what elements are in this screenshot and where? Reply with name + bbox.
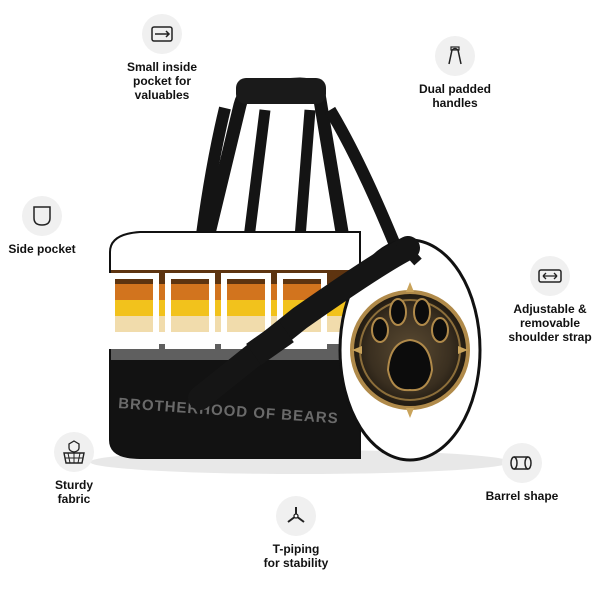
side-pocket-icon (22, 196, 62, 236)
feature-shoulder-strap: Adjustable & removable shoulder strap (500, 256, 600, 344)
handle-straps[interactable] (194, 77, 401, 252)
bag-body (110, 232, 360, 458)
bear-logo-letters (109, 273, 327, 349)
shoulder-strap-icon (530, 256, 570, 296)
inside-pocket-icon (142, 14, 182, 54)
paw-print-icon (371, 298, 449, 392)
barrel-end-cap (338, 238, 482, 462)
feature-label: Small inside pocket for valuables (126, 60, 198, 102)
t-piping-icon (276, 496, 316, 536)
feature-sturdy-fabric: Sturdy fabric (34, 432, 114, 506)
feature-label: Barrel shape (485, 489, 559, 503)
feature-label: Adjustable & removable shoulder strap (508, 302, 592, 344)
feature-handles: Dual padded handles (400, 36, 510, 110)
feature-label: Side pocket (8, 242, 76, 256)
padded-handles-icon (435, 36, 475, 76)
feature-side-pocket: Side pocket (0, 196, 84, 256)
shoulder-strap[interactable] (188, 236, 422, 410)
feature-barrel-shape: Barrel shape (476, 443, 568, 503)
feature-inside-pocket: Small inside pocket for valuables (112, 14, 212, 102)
feature-label: Dual padded handles (418, 82, 491, 110)
sturdy-fabric-icon (54, 432, 94, 472)
feature-t-piping: T-piping for stability (246, 496, 346, 570)
barrel-shape-icon (502, 443, 542, 483)
feature-label: Sturdy fabric (54, 478, 93, 506)
feature-label: T-piping for stability (263, 542, 329, 570)
